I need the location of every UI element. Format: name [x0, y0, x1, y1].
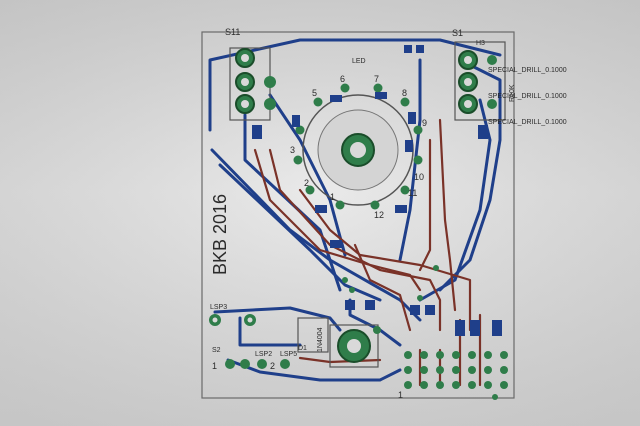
board-title: BKB 2016 — [210, 194, 230, 275]
rotary-pin — [295, 125, 305, 135]
rotary-pin — [413, 155, 423, 165]
label-pin-2: 2 — [270, 361, 275, 371]
rotary-pins — [293, 83, 423, 210]
label-lsp3: LSP3 — [210, 304, 227, 311]
label-part-number: 1N4004 — [317, 327, 324, 352]
lsp-pads — [209, 314, 290, 369]
rotary-pin-number: 12 — [374, 210, 384, 220]
rotary-pin — [293, 155, 303, 165]
label-s11: S11 — [225, 27, 240, 37]
diode-package — [297, 317, 329, 353]
label-d1: D1 — [298, 345, 307, 352]
rotary-pin — [413, 125, 423, 135]
rotary-pin — [313, 97, 323, 107]
board-outline — [201, 31, 515, 399]
dc-jack — [329, 324, 381, 368]
rotary-pin — [370, 200, 380, 210]
label-s1: S1 — [452, 28, 463, 38]
label-pin-1: 1 — [212, 361, 217, 371]
label-bottom-1: 1 — [398, 390, 403, 400]
rotary-pin-number: 1 — [330, 192, 335, 202]
label-lsp2: LSP2 — [255, 351, 272, 358]
rotary-pin-number: 7 — [374, 74, 379, 84]
rotary-pin-number: 3 — [290, 145, 295, 155]
label-r10k: R10K — [509, 84, 516, 102]
rotary-pin-number: 5 — [312, 88, 317, 98]
rotary-pin-number: 2 — [304, 178, 309, 188]
label-led: LED — [352, 58, 366, 65]
rotary-pin-number: 11 — [408, 188, 417, 198]
rotary-pin-number: 8 — [402, 88, 407, 98]
rotary-pin — [340, 83, 350, 93]
rotary-pin-number: 6 — [340, 74, 345, 84]
rotary-pin-number: 10 — [414, 172, 424, 182]
rotary-pin — [305, 185, 315, 195]
drill-label: SPECIAL_DRILL_0.1000 — [488, 93, 567, 100]
switch-s1 — [454, 41, 506, 121]
rotary-pin-labels: 1 2 3 4 5 6 7 8 9 10 11 12 — [290, 74, 427, 220]
drill-label: SPECIAL_DRILL_0.1000 — [488, 119, 567, 126]
vias — [342, 265, 498, 400]
switch-s11 — [229, 47, 276, 121]
drill-label: SPECIAL_DRILL_0.1000 — [488, 67, 567, 74]
blue-traces — [208, 38, 502, 382]
rotary-pin — [400, 185, 410, 195]
rotary-pin-number: 9 — [422, 118, 427, 128]
rotary-pin — [335, 200, 345, 210]
smd-pads — [252, 45, 502, 336]
label-h3: H3 — [476, 40, 485, 47]
label-lsp5: LSP5 — [280, 351, 297, 358]
rotary-pin — [400, 97, 410, 107]
rotary-pin — [373, 83, 383, 93]
pin-header — [404, 351, 508, 389]
label-s2: S2 — [212, 347, 221, 354]
rotary-switch — [302, 94, 414, 206]
